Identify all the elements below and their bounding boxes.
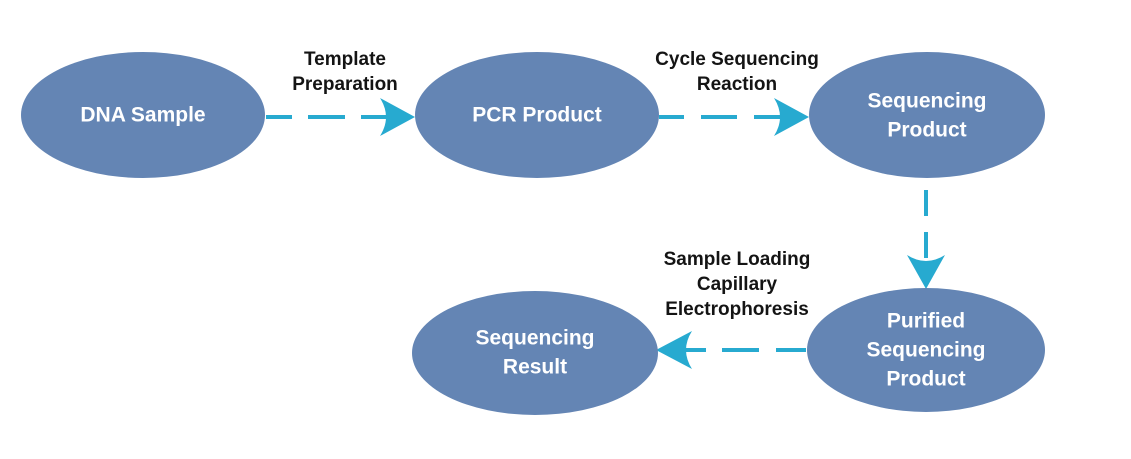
node-shape — [809, 52, 1045, 178]
arrowhead-right-icon — [380, 98, 415, 136]
node-label-sequencing-product-line2: Product — [887, 119, 966, 142]
node-purified-sequencing-product[interactable]: Purified Sequencing Product — [807, 288, 1045, 412]
edge-label-line3: Electrophoresis — [665, 299, 809, 320]
edge-label-line1: Cycle Sequencing — [655, 49, 819, 70]
edge-label-line2: Capillary — [697, 274, 778, 295]
edge-label-line2: Preparation — [292, 74, 398, 95]
node-shape — [415, 52, 659, 178]
edge-label-sample-loading-capillary-electrophoresis: Sample Loading Capillary Electrophoresis — [664, 249, 811, 320]
node-pcr-product[interactable]: PCR Product — [415, 52, 659, 178]
edge-sample-loading-capillary-electrophoresis[interactable] — [656, 331, 806, 369]
edge-template-preparation[interactable] — [266, 98, 415, 136]
node-shape — [807, 288, 1045, 412]
node-label-purified-sequencing-product-line1: Purified — [887, 310, 965, 333]
node-shape — [412, 291, 658, 415]
edge-label-line1: Sample Loading — [664, 249, 811, 270]
node-sequencing-product[interactable]: Sequencing Product — [809, 52, 1045, 178]
node-label-sequencing-result-line1: Sequencing — [475, 327, 594, 350]
node-label-pcr-product: PCR Product — [472, 104, 602, 127]
node-shape — [21, 52, 265, 178]
arrowhead-left-icon — [656, 331, 692, 369]
edge-cycle-sequencing-reaction[interactable] — [659, 98, 809, 136]
node-sequencing-result[interactable]: Sequencing Result — [412, 291, 658, 415]
edge-label-line2: Reaction — [697, 74, 777, 95]
node-label-purified-sequencing-product-line2: Sequencing — [866, 339, 985, 362]
arrowhead-down-icon — [907, 255, 945, 289]
node-label-dna-sample: DNA Sample — [80, 104, 205, 127]
edge-purification[interactable] — [907, 190, 945, 289]
edge-label-template-preparation: Template Preparation — [292, 49, 398, 95]
edge-label-cycle-sequencing-reaction: Cycle Sequencing Reaction — [655, 49, 819, 95]
arrowhead-right-icon — [774, 98, 809, 136]
node-dna-sample[interactable]: DNA Sample — [21, 52, 265, 178]
edge-label-line1: Template — [304, 49, 386, 70]
node-label-purified-sequencing-product-line3: Product — [886, 368, 965, 391]
node-label-sequencing-result-line2: Result — [503, 356, 567, 379]
node-label-sequencing-product-line1: Sequencing — [867, 90, 986, 113]
